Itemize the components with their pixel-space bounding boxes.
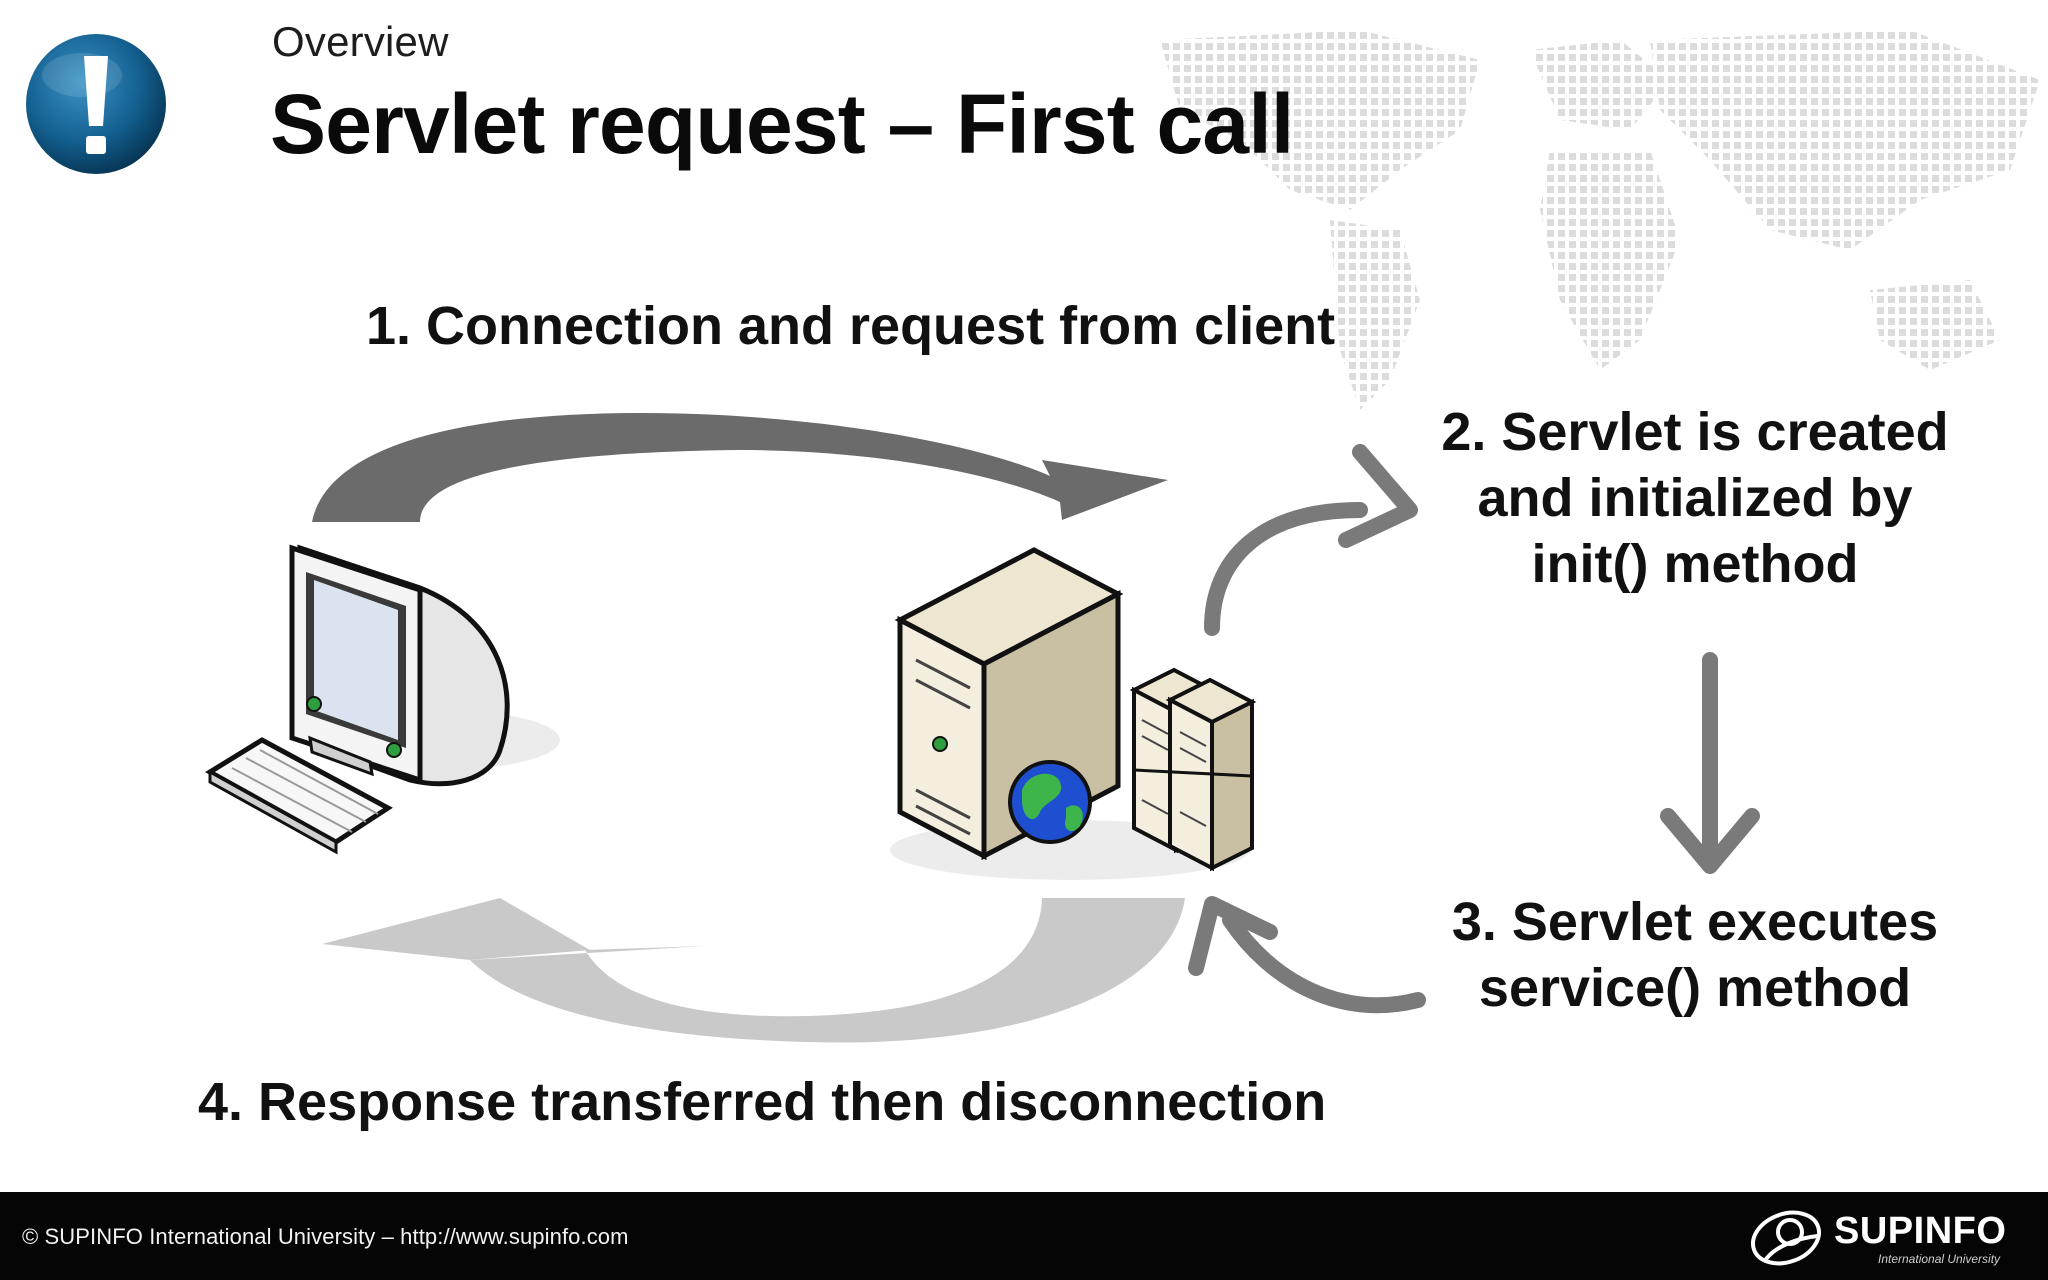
step-service-label: 3. Servlet executes service() method (1451, 892, 1939, 1018)
response-arrow-head (322, 898, 590, 960)
step-arrow-return (1222, 912, 1426, 1014)
step-arrow-init-head (1338, 444, 1418, 548)
response-arrow (470, 898, 1185, 1043)
slide-title: Servlet request – First call (270, 77, 1294, 171)
footer-copyright: © SUPINFO International University – htt… (22, 1224, 629, 1249)
alert-badge-icon (26, 34, 166, 174)
step-connection-label: 1. Connection and request from client (366, 296, 1336, 356)
step-arrow-init (1204, 502, 1368, 636)
step-arrow-return-head (1188, 896, 1278, 976)
step-arrow-service-head (1660, 808, 1760, 874)
request-arrow (312, 412, 1168, 522)
step-response-label: 4. Response transferred then disconnecti… (198, 1072, 1327, 1132)
footer-bar: © SUPINFO International University – htt… (0, 1192, 2048, 1280)
world-map-background (1160, 30, 2040, 410)
brand-name: SUPINFO (1834, 1210, 2007, 1252)
supinfo-logo-icon (1751, 1210, 1821, 1266)
web-server-icon (890, 547, 1257, 880)
desktop-computer-icon (205, 544, 560, 855)
section-label: Overview (272, 18, 449, 65)
brand-tagline: International University (1878, 1252, 2001, 1266)
step-init-label: 2. Servlet is created and initialized by… (1441, 402, 1949, 594)
